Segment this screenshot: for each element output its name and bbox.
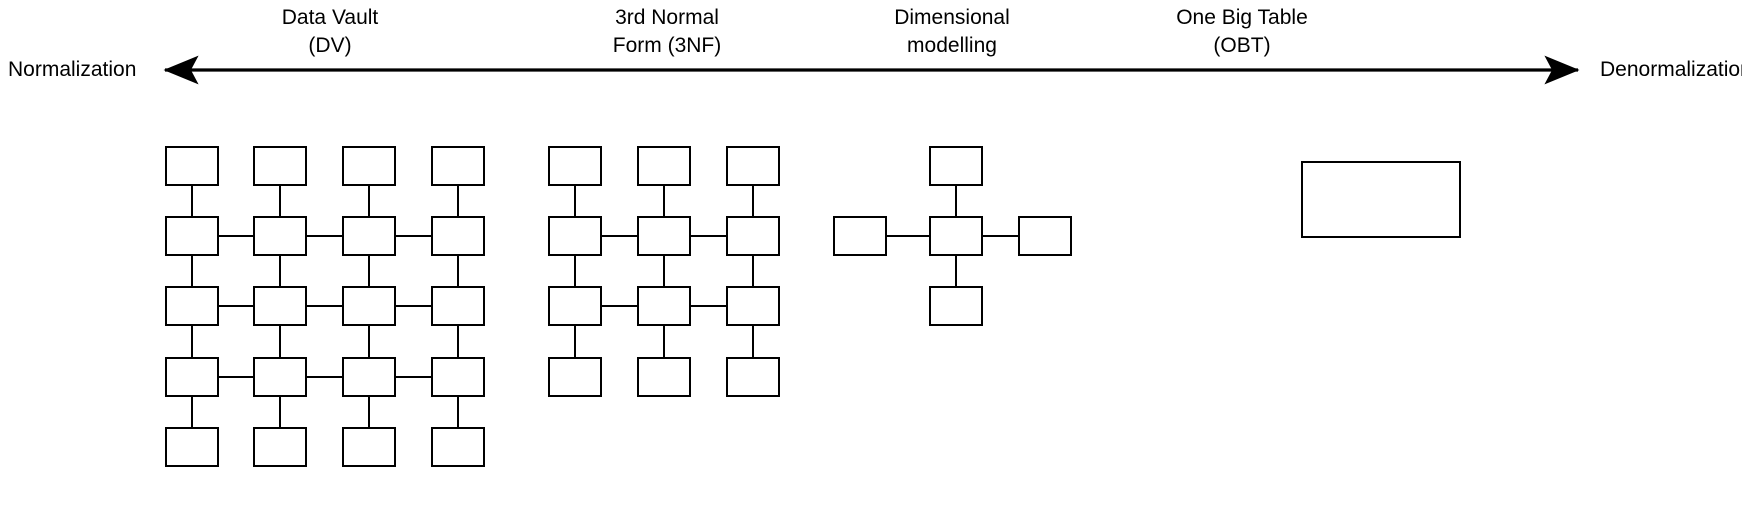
data-vault-connector-horizontal: [307, 234, 342, 238]
data-vault-node: [253, 146, 307, 186]
three-nf-node: [637, 286, 691, 326]
data-vault-node: [342, 357, 396, 397]
three-nf-node: [637, 146, 691, 186]
data-vault-connector-vertical: [190, 397, 194, 427]
data-vault-connector-horizontal: [307, 304, 342, 308]
data-vault-connector-vertical: [456, 186, 460, 216]
data-vault-connector-horizontal: [219, 304, 253, 308]
data-vault-node: [431, 286, 485, 326]
data-vault-connector-vertical: [190, 326, 194, 357]
three-nf-node: [726, 216, 780, 256]
data-vault-connector-vertical: [367, 256, 371, 286]
data-vault-connector-vertical: [278, 256, 282, 286]
dimensional-connector-vertical: [954, 256, 958, 286]
three-nf-connector-horizontal: [602, 234, 637, 238]
data-vault-connector-vertical: [456, 397, 460, 427]
dimensional-dimension-node: [929, 146, 983, 186]
data-vault-connector-vertical: [367, 326, 371, 357]
data-vault-connector-vertical: [456, 326, 460, 357]
dimensional-connector-horizontal: [887, 234, 929, 238]
dimensional-fact-node: [929, 216, 983, 256]
data-vault-connector-horizontal: [396, 304, 431, 308]
data-vault-connector-horizontal: [396, 375, 431, 379]
data-vault-connector-vertical: [278, 186, 282, 216]
dimensional-dimension-node: [929, 286, 983, 326]
data-vault-node: [165, 216, 219, 256]
stage-label-third-normal-form: 3rd Normal Form (3NF): [612, 6, 722, 57]
dimensional-connector-vertical: [954, 186, 958, 216]
data-vault-connector-vertical: [190, 186, 194, 216]
three-nf-connector-vertical: [751, 186, 755, 216]
data-vault-connector-horizontal: [219, 234, 253, 238]
three-nf-connector-vertical: [751, 256, 755, 286]
three-nf-node: [726, 286, 780, 326]
data-vault-node: [253, 216, 307, 256]
three-nf-connector-vertical: [662, 256, 666, 286]
one-big-table-node: [1301, 161, 1461, 238]
axis-label-normalization: Normalization: [8, 58, 137, 81]
three-nf-node: [726, 357, 780, 397]
three-nf-connector-horizontal: [691, 234, 726, 238]
dimensional-dimension-node: [1018, 216, 1072, 256]
data-vault-node: [165, 146, 219, 186]
three-nf-connector-horizontal: [691, 304, 726, 308]
data-vault-node: [165, 357, 219, 397]
stage-label-dimensional-modelling: Dimensional modelling: [894, 6, 1010, 57]
three-nf-connector-vertical: [573, 186, 577, 216]
three-nf-node: [548, 286, 602, 326]
data-vault-connector-vertical: [456, 256, 460, 286]
data-vault-node: [431, 357, 485, 397]
three-nf-connector-vertical: [573, 326, 577, 357]
data-vault-node: [431, 427, 485, 467]
data-vault-connector-vertical: [190, 256, 194, 286]
three-nf-connector-vertical: [573, 256, 577, 286]
data-vault-node: [253, 427, 307, 467]
three-nf-connector-vertical: [662, 326, 666, 357]
data-vault-connector-vertical: [367, 186, 371, 216]
three-nf-node: [548, 216, 602, 256]
three-nf-node: [548, 146, 602, 186]
data-vault-connector-horizontal: [219, 375, 253, 379]
data-vault-node: [342, 427, 396, 467]
dimensional-connector-horizontal: [983, 234, 1018, 238]
axis-label-denormalization: Denormalization: [1600, 58, 1742, 81]
data-vault-connector-vertical: [278, 326, 282, 357]
stage-label-one-big-table: One Big Table (OBT): [1176, 6, 1308, 57]
data-vault-node: [165, 286, 219, 326]
data-vault-connector-horizontal: [307, 375, 342, 379]
data-vault-connector-vertical: [278, 397, 282, 427]
data-vault-connector-vertical: [367, 397, 371, 427]
three-nf-node: [726, 146, 780, 186]
data-vault-node: [342, 146, 396, 186]
stage-label-data-vault: Data Vault (DV): [281, 6, 379, 57]
data-vault-node: [431, 146, 485, 186]
data-vault-node: [253, 357, 307, 397]
three-nf-connector-horizontal: [602, 304, 637, 308]
data-vault-connector-horizontal: [396, 234, 431, 238]
three-nf-connector-vertical: [662, 186, 666, 216]
three-nf-node: [548, 357, 602, 397]
data-vault-node: [431, 216, 485, 256]
dimensional-dimension-node: [833, 216, 887, 256]
three-nf-node: [637, 216, 691, 256]
data-vault-node: [165, 427, 219, 467]
three-nf-node: [637, 357, 691, 397]
three-nf-connector-vertical: [751, 326, 755, 357]
data-vault-node: [342, 216, 396, 256]
data-vault-node: [253, 286, 307, 326]
data-vault-node: [342, 286, 396, 326]
